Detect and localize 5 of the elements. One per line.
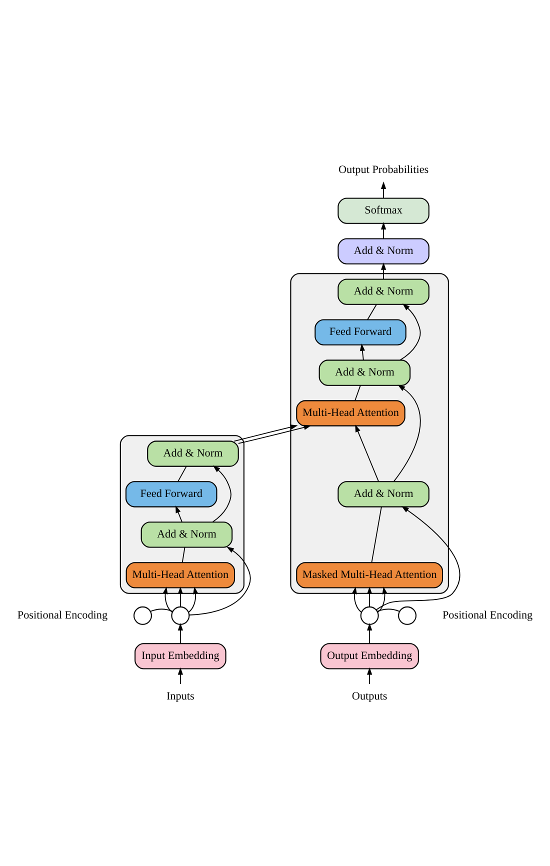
node-label: Positional Encoding [17, 608, 108, 621]
node-text: Output Probabilities [338, 164, 429, 176]
node-text: Inputs [166, 690, 194, 702]
node-label: Positional Encoding [442, 608, 533, 621]
node-text: Outputs [352, 690, 388, 702]
